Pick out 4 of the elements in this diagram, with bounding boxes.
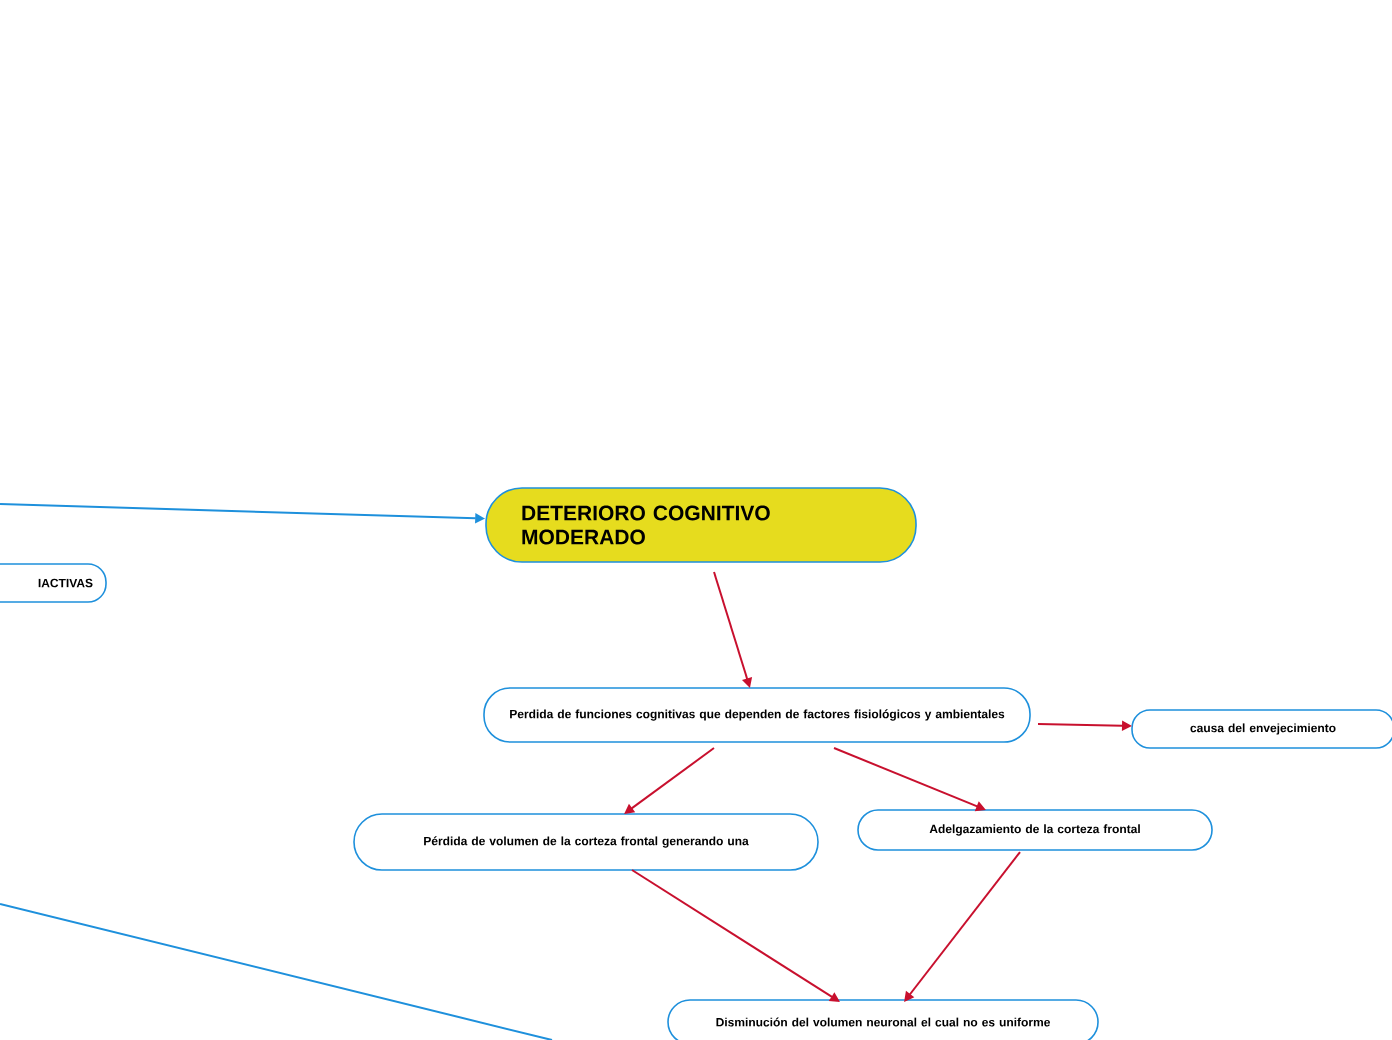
arrow — [624, 747, 715, 814]
arrow — [631, 869, 840, 1002]
arrow — [904, 851, 1021, 1002]
title-box: DETERIORO COGNITIVO MODERADO — [485, 487, 917, 563]
